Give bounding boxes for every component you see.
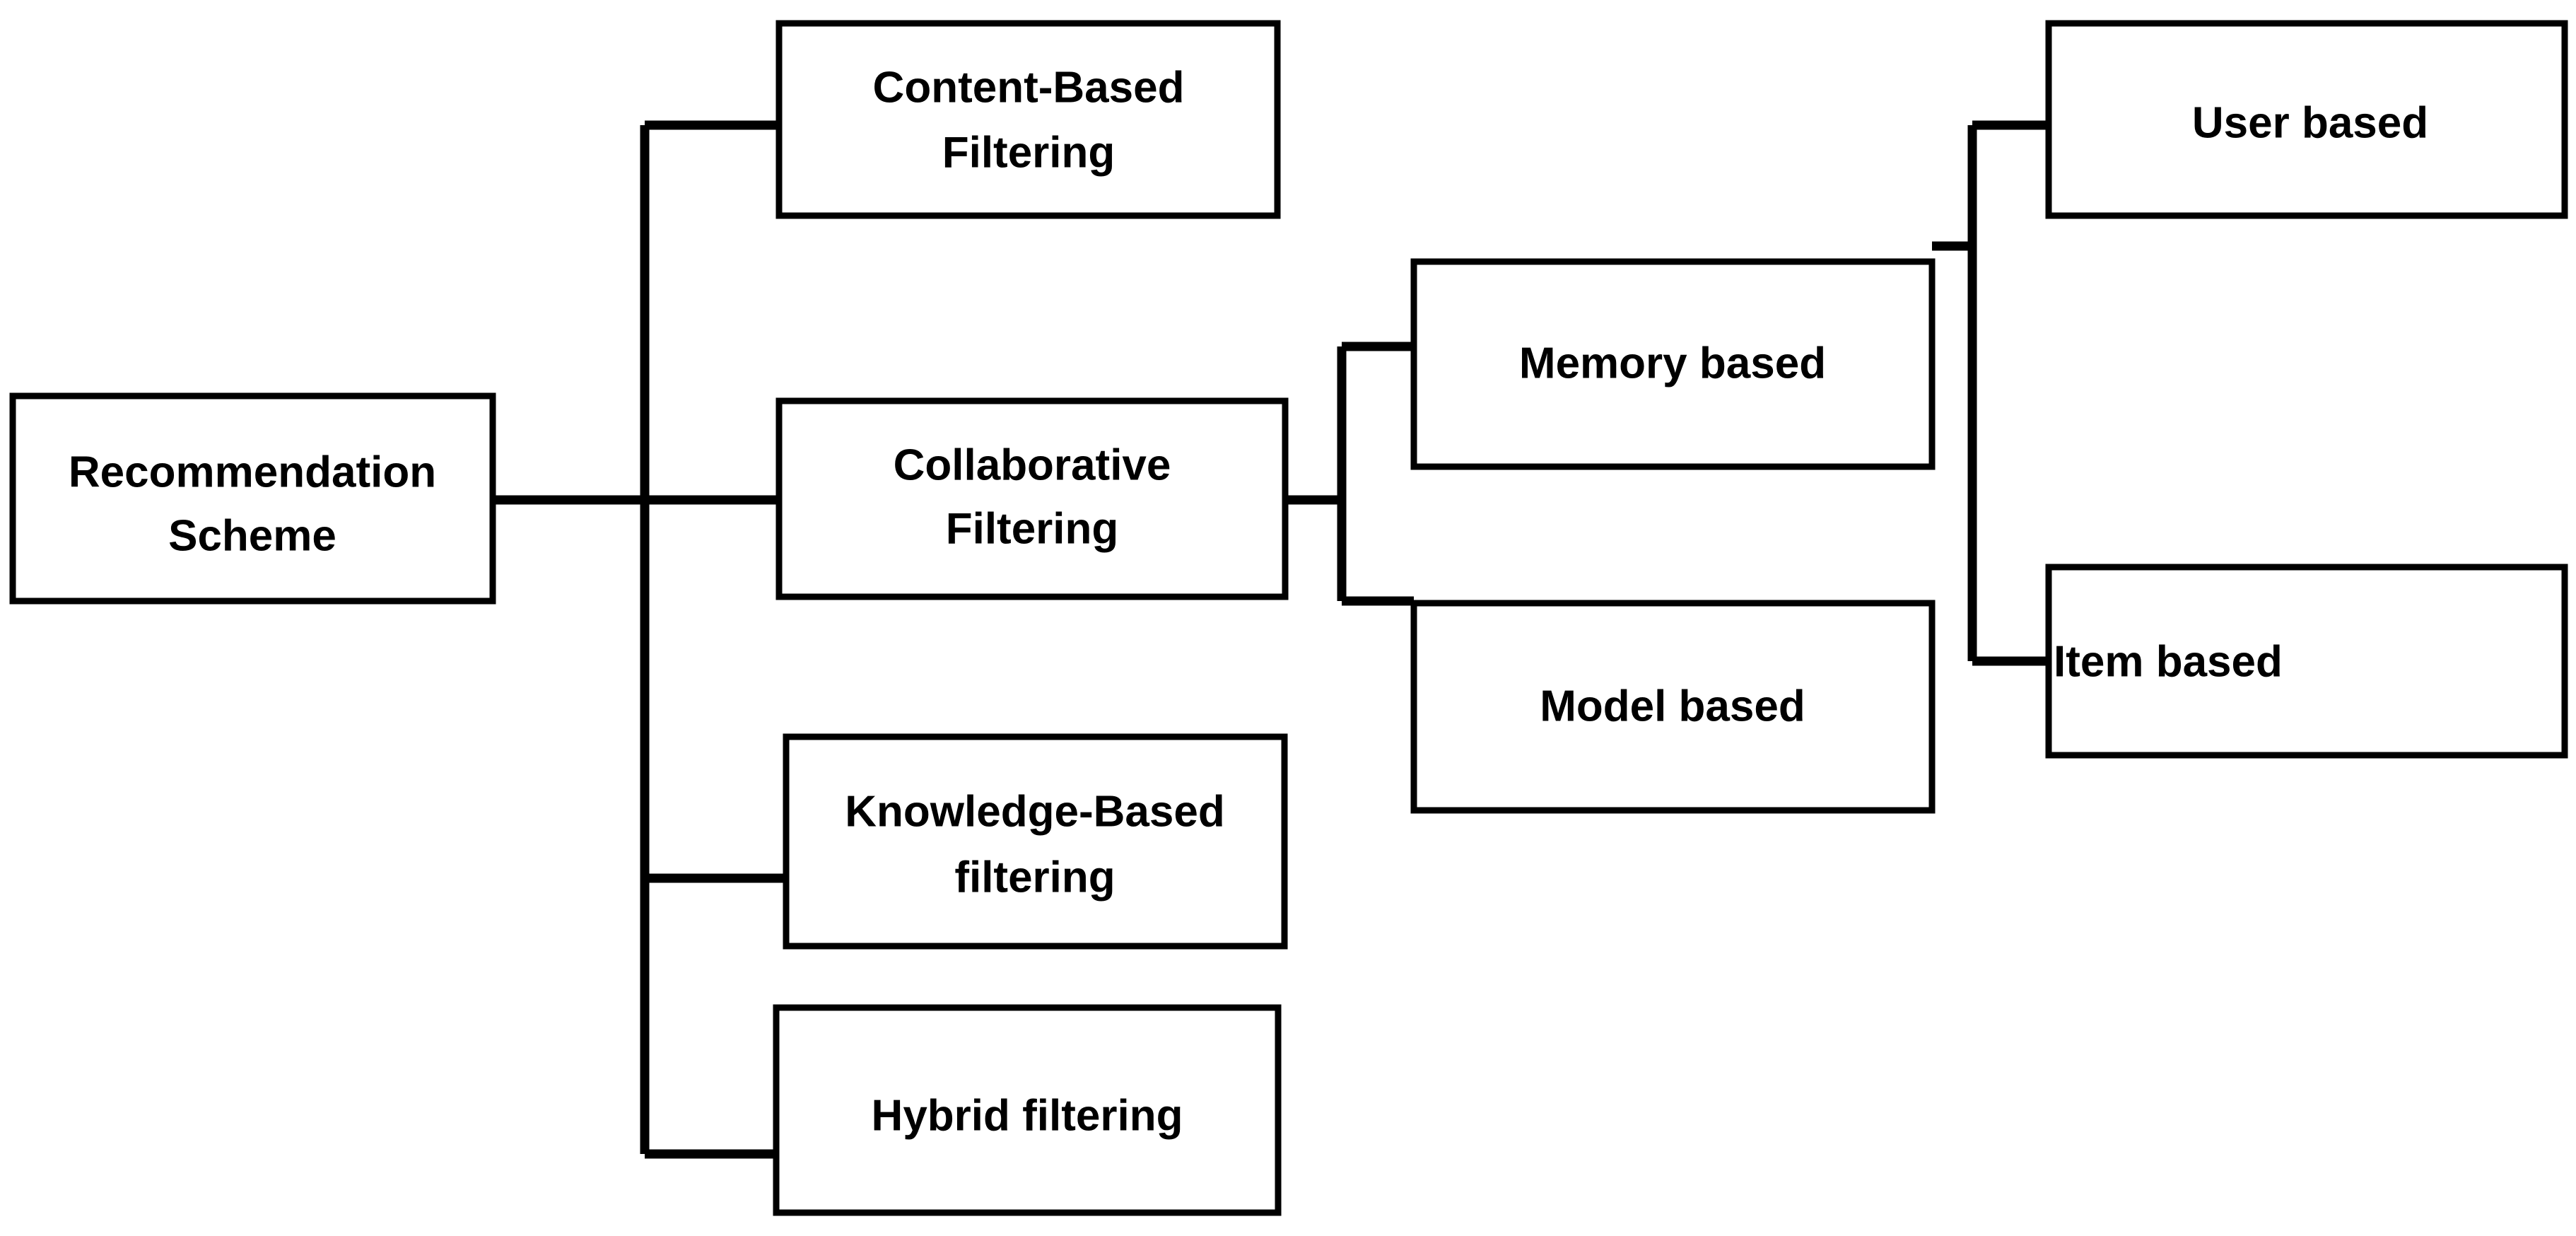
- node-collaborative-filtering-box[interactable]: [775, 397, 1289, 600]
- node-content-based-filtering[interactable]: Content-Based Filtering: [775, 20, 1281, 219]
- node-item-based-box[interactable]: [2045, 564, 2568, 759]
- node-hybrid-filtering[interactable]: Hybrid filtering: [773, 1004, 1282, 1216]
- node-recommendation-scheme-label-line1: Recommendation: [69, 448, 436, 496]
- node-memory-based[interactable]: Memory based: [1410, 258, 1936, 470]
- node-user-based[interactable]: User based: [2045, 20, 2568, 219]
- node-collaborative-filtering-label-line2: Filtering: [946, 504, 1119, 553]
- node-content-based-filtering-label-line2: Filtering: [942, 128, 1116, 177]
- node-recommendation-scheme-box[interactable]: [9, 392, 496, 605]
- node-item-based[interactable]: Item based: [2045, 564, 2568, 759]
- node-collaborative-filtering[interactable]: Collaborative Filtering: [775, 397, 1289, 600]
- node-memory-based-label: Memory based: [1519, 339, 1826, 387]
- node-memory-based-box[interactable]: [1410, 258, 1936, 470]
- node-knowledge-based-filtering-label-line1: Knowledge-Based: [845, 787, 1224, 836]
- node-user-based-box[interactable]: [2045, 20, 2568, 219]
- node-hybrid-filtering-label-line1: Hybrid filtering: [872, 1091, 1183, 1140]
- node-knowledge-based-filtering-label-line2: filtering: [954, 853, 1115, 902]
- node-recommendation-scheme[interactable]: Recommendation Scheme: [9, 392, 496, 605]
- node-user-based-label: User based: [2192, 98, 2428, 147]
- node-knowledge-based-filtering[interactable]: Knowledge-Based filtering: [783, 733, 1288, 950]
- node-model-based[interactable]: Model based: [1410, 600, 1936, 814]
- node-content-based-filtering-label-line1: Content-Based: [873, 63, 1185, 112]
- node-knowledge-based-filtering-box[interactable]: [783, 733, 1288, 950]
- node-content-based-filtering-box[interactable]: [775, 20, 1281, 219]
- node-model-based-box[interactable]: [1410, 600, 1936, 814]
- node-model-based-label: Model based: [1540, 682, 1805, 730]
- node-hybrid-filtering-box[interactable]: [773, 1004, 1282, 1216]
- node-recommendation-scheme-label-line2: Scheme: [168, 511, 336, 560]
- node-item-based-label: Item based: [2054, 637, 2283, 686]
- node-collaborative-filtering-label-line1: Collaborative: [894, 441, 1171, 489]
